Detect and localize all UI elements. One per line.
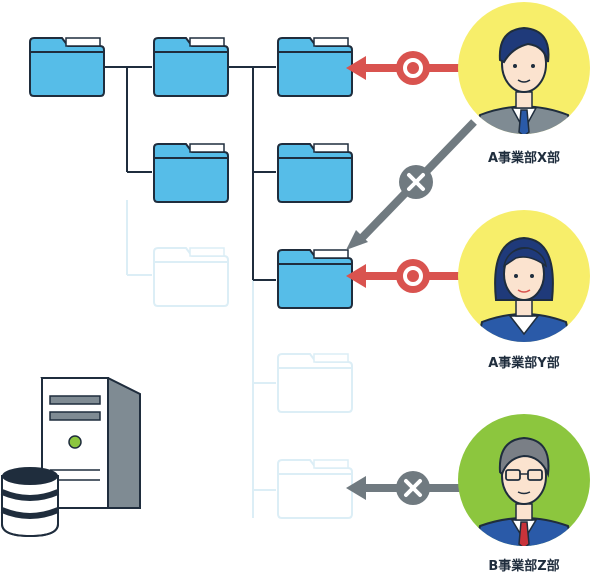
denied-arrow-z (346, 471, 462, 505)
folder-level1-b (153, 143, 229, 203)
folder-level1-a (153, 37, 229, 97)
cross-x-icon (404, 479, 422, 497)
database-icon (0, 467, 60, 538)
cross-x-icon (407, 173, 425, 191)
folder-level2-x (277, 37, 353, 97)
person-x-avatar (458, 2, 590, 134)
circle-o-icon (403, 58, 423, 78)
tree-lines (103, 66, 276, 281)
person-x-label: A事業部X部 (487, 151, 561, 166)
folder-level2-b (277, 143, 353, 203)
folder-faded-level1 (153, 247, 229, 307)
person-y-avatar (458, 210, 590, 342)
folder-faded-level2-a (277, 353, 353, 413)
circle-o-icon (403, 266, 423, 286)
folder-faded-level2-z (277, 459, 353, 519)
tree-lines-faded (126, 200, 276, 518)
folder-level2-y (277, 249, 353, 309)
allowed-arrow-x (346, 51, 462, 85)
person-y-label: A事業部Y部 (488, 356, 560, 371)
allowed-arrow-y (346, 259, 462, 293)
denied-arrow-diagonal (346, 119, 477, 250)
folder-root (29, 37, 105, 97)
person-z-label: B事業部Z部 (488, 559, 560, 574)
glasses-icon (505, 469, 543, 481)
person-z-avatar (458, 414, 590, 546)
